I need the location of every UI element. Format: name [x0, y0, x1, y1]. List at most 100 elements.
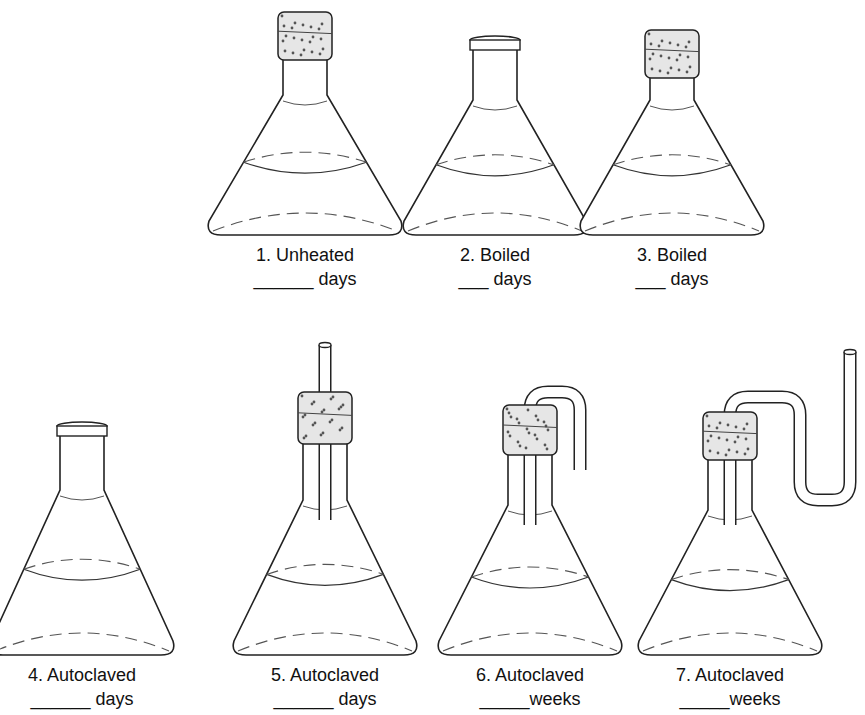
cotton-texture: [658, 45, 661, 48]
flask-base: [213, 213, 397, 231]
cotton-texture: [510, 416, 513, 419]
cotton-texture: [283, 25, 286, 28]
flask-base: [585, 213, 759, 231]
cotton-texture: [727, 424, 730, 427]
cotton-texture: [331, 419, 334, 422]
cotton-texture: [525, 447, 528, 450]
cotton-texture: [305, 435, 308, 438]
blank-duration: _____weeks: [479, 688, 580, 710]
cotton-texture: [710, 435, 713, 438]
flask-outline: [0, 432, 174, 655]
flask-caption: 2. Boiled: [460, 244, 530, 266]
cotton-texture: [707, 440, 710, 443]
liquid-surface: [436, 165, 554, 176]
cotton-texture: [669, 42, 672, 45]
cotton-texture: [726, 439, 729, 442]
liquid-surface: [24, 559, 140, 569]
cotton-texture: [301, 395, 304, 398]
liquid-surface: [436, 155, 554, 165]
cotton-texture: [282, 40, 285, 43]
cotton-texture: [534, 434, 537, 437]
liquid-surface: [671, 580, 788, 591]
cotton-texture: [651, 68, 654, 71]
glass-tube: [319, 343, 331, 348]
blank-duration: ___ days: [635, 268, 708, 290]
cotton-texture: [743, 428, 746, 431]
flask-shoulder: [650, 106, 694, 110]
cotton-texture: [746, 423, 749, 426]
liquid-surface: [267, 564, 384, 574]
cotton-texture: [728, 449, 731, 452]
cotton-texture: [519, 445, 522, 448]
cotton-texture: [667, 72, 670, 75]
cotton-texture: [321, 23, 324, 26]
cotton-texture: [527, 409, 530, 412]
cotton-texture: [744, 453, 747, 456]
cotton-texture: [281, 15, 284, 18]
cotton-texture: [332, 396, 335, 399]
cotton-texture: [735, 426, 738, 429]
flask-base: [238, 633, 412, 651]
cotton-texture: [314, 422, 317, 425]
cotton-texture: [745, 438, 748, 441]
cotton-texture: [717, 452, 720, 455]
flask-caption: 3. Boiled: [637, 244, 707, 266]
cotton-texture: [645, 49, 699, 51]
cotton-texture: [536, 438, 539, 441]
cotton-texture: [547, 429, 550, 432]
flask-lip: [470, 40, 520, 50]
cotton-texture: [537, 419, 540, 422]
cotton-texture: [318, 28, 321, 31]
cotton-texture: [679, 54, 682, 57]
liquid-surface: [244, 162, 367, 173]
cotton-texture: [298, 413, 352, 416]
cotton-texture: [507, 431, 510, 434]
cotton-texture: [703, 431, 757, 433]
liquid-surface: [24, 569, 140, 580]
flask-caption: 4. Autoclaved: [28, 664, 136, 686]
cotton-texture: [685, 46, 688, 49]
cotton-texture: [278, 31, 332, 33]
cotton-texture: [687, 56, 690, 59]
blank-duration: ______ days: [253, 268, 356, 290]
flask-caption: 1. Unheated: [256, 244, 354, 266]
cotton-texture: [303, 437, 306, 440]
cotton-texture: [688, 41, 691, 44]
flask-shoulder: [283, 101, 327, 105]
cotton-texture: [285, 35, 288, 38]
cotton-texture: [302, 24, 305, 27]
liquid-surface: [471, 567, 588, 577]
cotton-texture: [718, 437, 721, 440]
cotton-texture: [304, 414, 307, 417]
liquid-surface: [244, 152, 367, 162]
liquid-surface: [471, 577, 588, 588]
flask-outline: [403, 45, 587, 235]
cotton-texture: [518, 422, 521, 425]
flask-base: [643, 633, 817, 651]
blank-duration: ___ days: [458, 268, 531, 290]
flask-base: [408, 213, 582, 231]
cotton-texture: [716, 427, 719, 430]
cotton-texture: [709, 450, 712, 453]
cotton-plug: [298, 392, 352, 444]
cotton-texture: [284, 50, 287, 53]
cotton-texture: [652, 53, 655, 56]
cotton-texture: [734, 441, 737, 444]
cotton-texture: [543, 421, 546, 424]
cotton-texture: [544, 444, 547, 447]
blank-duration: ______ days: [30, 688, 133, 710]
cotton-texture: [322, 48, 325, 51]
flask-shoulder: [60, 496, 104, 500]
glass-tube: [844, 350, 856, 355]
liquid-surface: [613, 165, 731, 176]
cotton-texture: [708, 425, 711, 428]
blank-duration: ______ days: [273, 688, 376, 710]
cotton-texture: [301, 39, 304, 42]
cotton-texture: [517, 441, 520, 444]
cotton-texture: [292, 52, 295, 55]
cotton-texture: [293, 37, 296, 40]
flask-shoulder: [473, 106, 517, 110]
cotton-texture: [516, 418, 519, 421]
cotton-texture: [300, 54, 303, 57]
